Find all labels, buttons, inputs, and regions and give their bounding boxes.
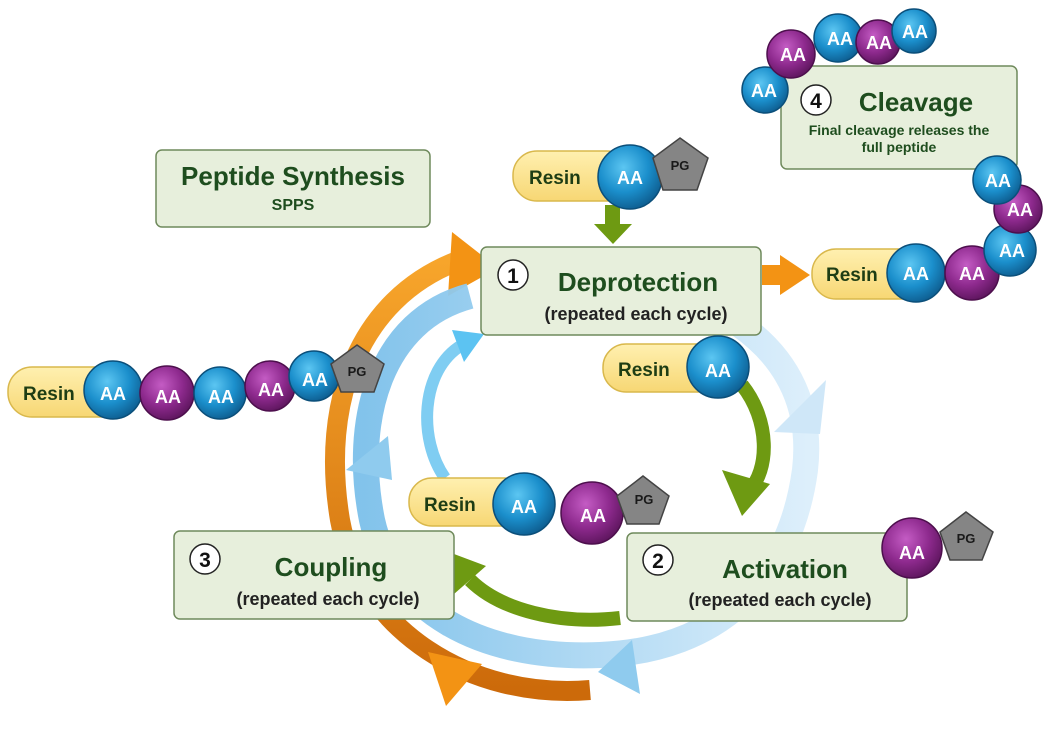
resin-label: Resin: [23, 384, 75, 405]
chain-resin-aa-aa-right: Resin AA AA: [811, 243, 1000, 303]
orange-right-arrowhead: [780, 255, 810, 295]
orange-arrowhead-top: [448, 232, 498, 296]
step-number: 4: [810, 90, 822, 113]
green-down-arrowhead: [594, 224, 632, 244]
amino-acid-label: AA: [902, 22, 928, 42]
green-arc-to-coupling: [465, 574, 621, 627]
protecting-group-label: PG: [635, 492, 654, 507]
step-cleavage: 4 Cleavage Final cleavage releases the f…: [780, 65, 1018, 170]
amino-acid-blue: [891, 8, 937, 54]
amino-acid-label: AA: [1007, 200, 1033, 220]
orange-cycle-arc: [324, 252, 591, 701]
chain-right-column: AA AA AA: [972, 155, 1043, 277]
amino-acid-blue: [492, 472, 556, 536]
protecting-group-label: PG: [957, 531, 976, 546]
amino-acid-label: AA: [580, 506, 606, 526]
protecting-group: [616, 475, 670, 525]
step-subtitle-line1: Final cleavage releases the: [809, 122, 990, 138]
step-subtitle: (repeated each cycle): [236, 589, 419, 609]
step-number-badge: [497, 259, 529, 291]
amino-acid-label: AA: [999, 241, 1025, 261]
resin-label: Resin: [826, 265, 878, 286]
amino-acid-label: AA: [959, 264, 985, 284]
step-title: Activation: [722, 554, 848, 584]
amino-acid-label: AA: [866, 33, 892, 53]
amino-acid-blue: [686, 335, 750, 399]
orange-arrowhead-bottom: [428, 652, 482, 706]
amino-acid-label: AA: [985, 171, 1011, 191]
amino-acid-label: AA: [617, 168, 643, 188]
lightblue-arrowhead-left: [346, 436, 392, 480]
green-arc-to-activation: [736, 380, 771, 497]
amino-acid-blue: [972, 155, 1022, 205]
amino-acid-label: AA: [302, 370, 328, 390]
amino-acid-purple: [881, 517, 943, 579]
step-subtitle: (repeated each cycle): [688, 590, 871, 610]
chain-resin-aa-aa-pg-center: Resin AA AA PG: [408, 472, 670, 545]
step-number: 3: [199, 549, 211, 572]
page-subtitle: SPPS: [272, 197, 315, 214]
green-arrowhead-activation: [722, 470, 770, 516]
step-deprotection: 1 Deprotection (repeated each cycle): [480, 246, 762, 336]
lightblue-arrowhead-bottom: [598, 640, 640, 694]
protecting-group: [652, 137, 709, 191]
chain-growing-peptide-left: Resin AA AA AA AA AA PG: [7, 344, 385, 421]
step-number-badge: [642, 544, 674, 576]
step-title: Cleavage: [859, 87, 973, 117]
step-subtitle-line2: full peptide: [862, 139, 937, 155]
lightblue-cycle-arc: [352, 283, 820, 669]
amino-acid-label: AA: [258, 380, 284, 400]
protecting-group: [330, 344, 385, 393]
step-coupling: 3 Coupling (repeated each cycle): [173, 530, 455, 620]
step-title: Coupling: [275, 552, 388, 582]
amino-acid-label: AA: [903, 264, 929, 284]
protecting-group: [939, 511, 994, 561]
amino-acid-label: AA: [751, 81, 777, 101]
amino-acid-label: AA: [827, 29, 853, 49]
page-title: Peptide Synthesis: [181, 161, 405, 191]
chain-cleaved-peptide: AA AA AA AA AA: [741, 8, 937, 114]
amino-acid-purple: [766, 29, 816, 79]
amino-acid-label: AA: [780, 45, 806, 65]
protecting-group-label: PG: [348, 364, 367, 379]
amino-acid-label: AA: [705, 361, 731, 381]
green-down-stem: [605, 205, 620, 225]
amino-acid-label: AA: [208, 387, 234, 407]
amino-acid-label: AA: [100, 384, 126, 404]
resin-label: Resin: [424, 495, 476, 516]
amino-acid-blue: [741, 66, 789, 114]
title-box: Peptide Synthesis SPPS: [155, 149, 431, 228]
resin-label: Resin: [618, 360, 670, 381]
protecting-group-label: PG: [671, 158, 690, 173]
inner-blue-arc: [421, 339, 466, 482]
chain-resin-aa-middle: Resin AA: [602, 335, 750, 399]
step-number: 2: [652, 550, 664, 573]
lightblue-arrowhead-right: [774, 380, 826, 434]
resin-label: Resin: [529, 168, 581, 189]
step-number: 1: [507, 265, 519, 288]
step-number-badge: [800, 84, 832, 116]
chain-resin-aa-pg-top: Resin AA PG: [512, 137, 709, 210]
step-activation: 2 Activation (repeated each cycle): [626, 532, 908, 622]
step-number-badge: [189, 543, 221, 575]
chain-activated-aa-pg: AA PG: [881, 511, 994, 579]
amino-acid-label: AA: [511, 497, 537, 517]
step-subtitle: (repeated each cycle): [544, 304, 727, 324]
inner-blue-arrowhead: [452, 330, 484, 362]
orange-right-stem: [762, 265, 782, 285]
amino-acid-label: AA: [899, 543, 925, 563]
step-title: Deprotection: [558, 267, 718, 297]
amino-acid-label: AA: [155, 387, 181, 407]
